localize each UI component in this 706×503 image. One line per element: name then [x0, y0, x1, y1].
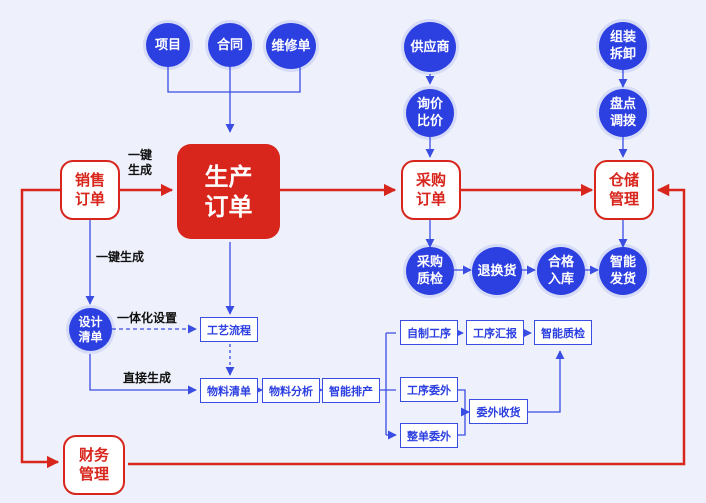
one-click-generate-label-2: 一键生成	[96, 250, 145, 264]
smart-shipping-node: 智能 发货	[599, 247, 647, 295]
smart-quality-box: 智能质检	[534, 320, 592, 345]
sales-order-node: 销售 订单	[60, 160, 120, 220]
purchase-order-node: 采购 订单	[401, 160, 461, 220]
inventory-transfer-node: 盘点 调拨	[599, 89, 647, 137]
production-order-node: 生产 订单	[177, 144, 280, 239]
one-click-generate-label: 一键 生成	[128, 148, 153, 177]
repair-order-node: 维修单	[266, 23, 316, 69]
finance-node: 财务 管理	[63, 435, 125, 495]
full-outsource-box: 整单委外	[400, 423, 458, 448]
material-analysis-box: 物料分析	[262, 378, 320, 403]
warehouse-node: 仓储 管理	[594, 160, 654, 220]
supplier-node: 供应商	[404, 22, 456, 72]
smart-scheduling-box: 智能排产	[322, 378, 380, 403]
contract-node: 合同	[208, 23, 252, 67]
process-flow-box: 工艺流程	[200, 317, 258, 342]
bom-box: 物料清单	[200, 378, 258, 403]
design-list-node: 设计 清单	[69, 308, 112, 351]
process-outsource-box: 工序委外	[400, 377, 458, 402]
qualified-stock-in-node: 合格 入库	[537, 247, 585, 295]
direct-generate-label: 直接生成	[123, 371, 172, 385]
assembly-node: 组装 拆卸	[599, 22, 647, 70]
project-node: 项目	[146, 23, 190, 67]
process-report-box: 工序汇报	[466, 320, 524, 345]
purchase-inspection-node: 采购 质检	[406, 247, 454, 295]
in-house-process-box: 自制工序	[400, 320, 458, 345]
return-exchange-node: 退换货	[472, 247, 522, 295]
inquiry-compare-node: 询价 比价	[406, 89, 454, 137]
outsource-receipt-box: 委外收货	[469, 399, 528, 424]
integrated-setup-label: 一体化设置	[117, 311, 178, 325]
